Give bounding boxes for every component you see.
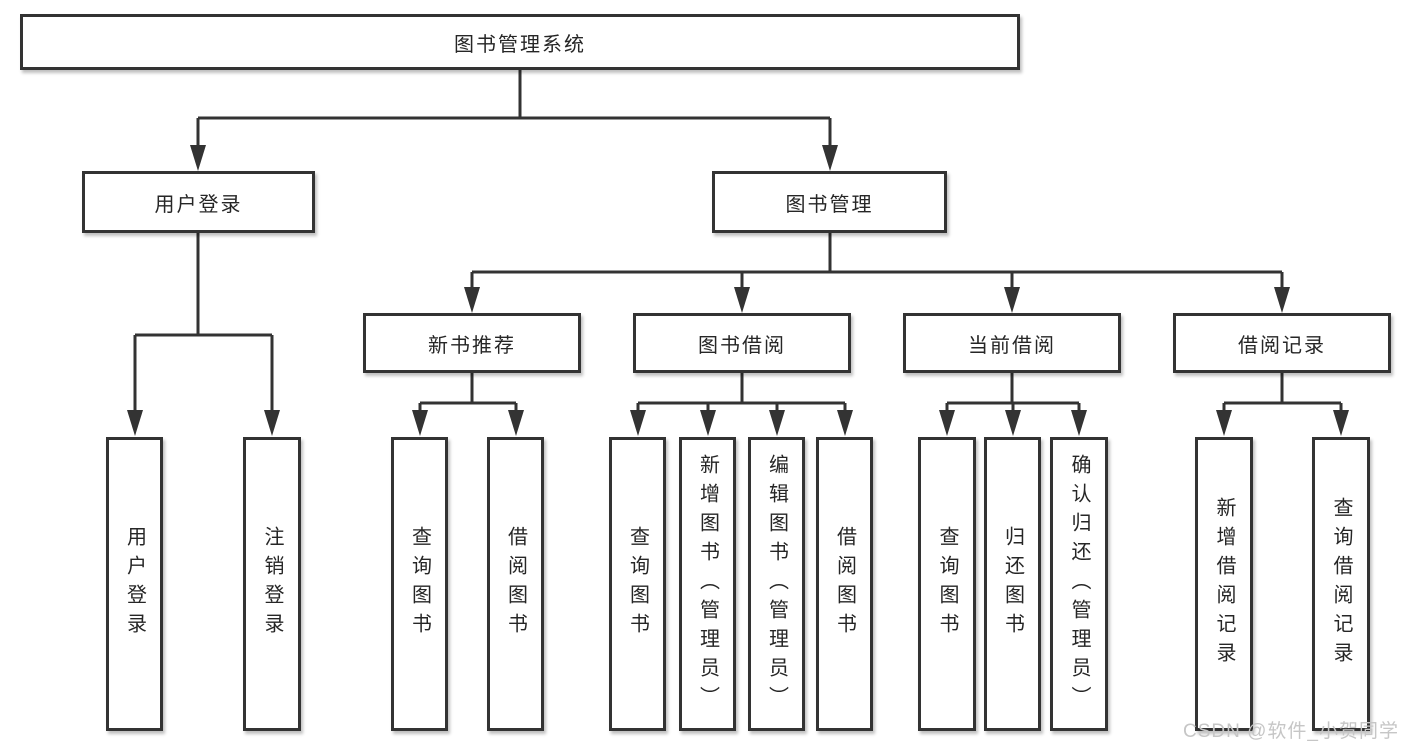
- arrowheads: [127, 145, 1349, 436]
- leaf-query-borrow-record: 查询借阅记录: [1312, 437, 1370, 731]
- leaf-query-books-2: 查询图书: [609, 437, 666, 731]
- node-root-label: 图书管理系统: [454, 33, 586, 56]
- node-book-borrow: 图书借阅: [633, 313, 851, 373]
- node-current-borrow-label: 当前借阅: [968, 334, 1056, 357]
- leaf-query-books-1: 查询图书: [391, 437, 448, 731]
- leaf-borrow-books-1-label: 借阅图书: [504, 526, 527, 642]
- leaf-user-login-label: 用户登录: [123, 526, 146, 642]
- leaf-query-borrow-record-label: 查询借阅记录: [1330, 497, 1352, 671]
- leaf-borrow-books-1: 借阅图书: [487, 437, 544, 731]
- leaf-user-login: 用户登录: [106, 437, 163, 731]
- node-book-management-label: 图书管理: [785, 193, 874, 216]
- leaf-query-books-3-label: 查询图书: [936, 526, 958, 642]
- leaf-confirm-return-admin-label: 确认归还（管理员）: [1068, 453, 1090, 715]
- leaf-borrow-books-2: 借阅图书: [816, 437, 873, 731]
- node-user-login: 用户登录: [82, 171, 315, 233]
- leaf-query-books-3: 查询图书: [918, 437, 976, 731]
- leaf-edit-books-admin-label: 编辑图书（管理员）: [765, 453, 788, 715]
- node-new-book-recommend: 新书推荐: [363, 313, 581, 373]
- leaf-add-books-admin-label: 新增图书（管理员）: [696, 453, 719, 715]
- leaf-add-borrow-record-label: 新增借阅记录: [1213, 497, 1235, 671]
- node-book-borrow-label: 图书借阅: [698, 334, 786, 357]
- leaf-query-books-1-label: 查询图书: [408, 526, 431, 642]
- node-user-login-label: 用户登录: [154, 193, 243, 216]
- leaf-edit-books-admin: 编辑图书（管理员）: [748, 437, 805, 731]
- node-current-borrow: 当前借阅: [903, 313, 1121, 373]
- node-root: 图书管理系统: [20, 14, 1020, 70]
- leaf-confirm-return-admin: 确认归还（管理员）: [1050, 437, 1108, 731]
- leaf-logout: 注销登录: [243, 437, 301, 731]
- node-book-management: 图书管理: [712, 171, 947, 233]
- leaf-logout-label: 注销登录: [261, 526, 283, 642]
- leaf-return-books-label: 归还图书: [1001, 526, 1024, 642]
- leaf-borrow-books-2-label: 借阅图书: [833, 526, 856, 642]
- leaf-query-books-2-label: 查询图书: [626, 526, 649, 642]
- node-borrow-records: 借阅记录: [1173, 313, 1391, 373]
- node-borrow-records-label: 借阅记录: [1238, 334, 1326, 357]
- leaf-add-borrow-record: 新增借阅记录: [1195, 437, 1253, 731]
- leaf-add-books-admin: 新增图书（管理员）: [679, 437, 736, 731]
- node-new-book-recommend-label: 新书推荐: [428, 334, 516, 357]
- watermark: CSDN @软件_小贺同学: [1183, 721, 1399, 742]
- leaf-return-books: 归还图书: [984, 437, 1041, 731]
